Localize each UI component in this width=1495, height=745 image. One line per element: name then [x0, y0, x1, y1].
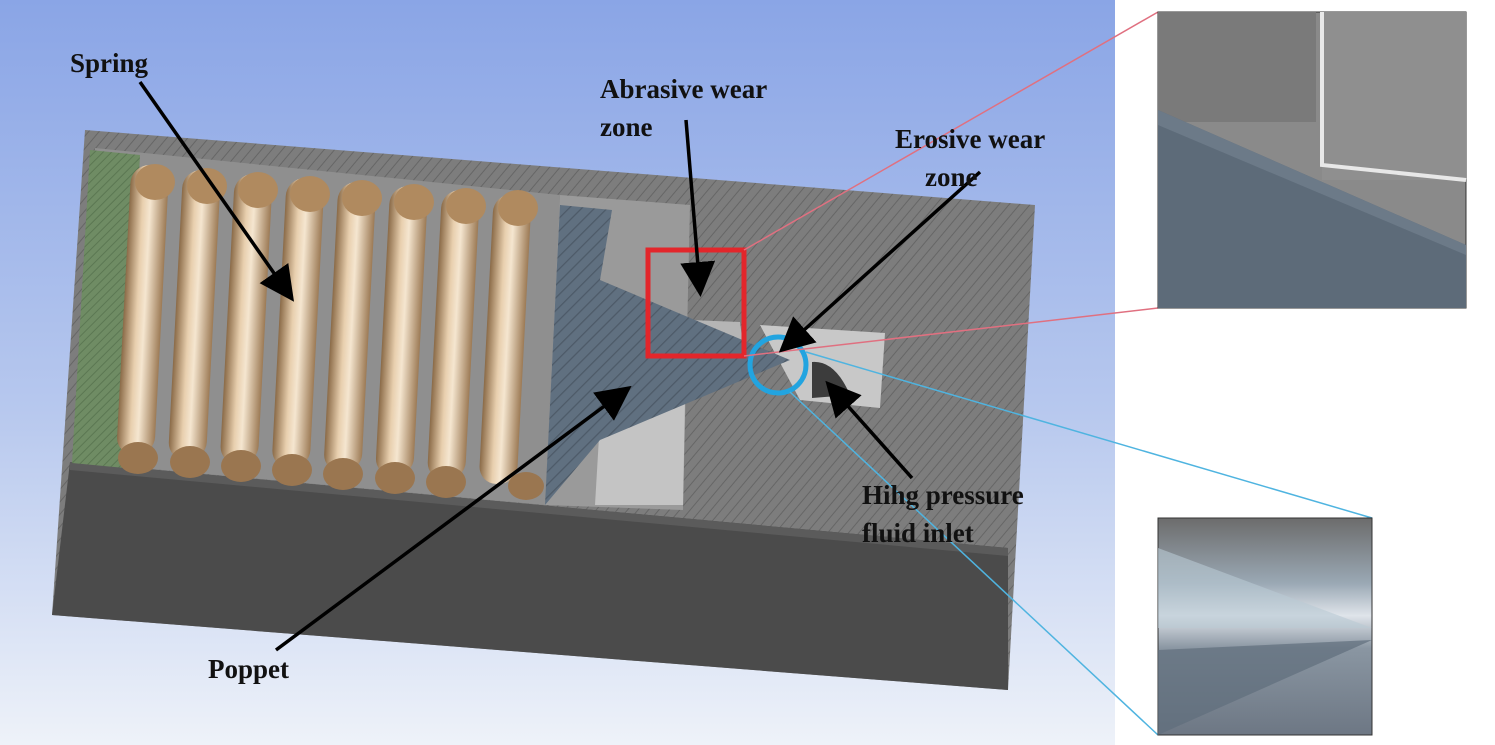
inlet-arrow	[825, 380, 914, 480]
spring-coil	[220, 172, 278, 482]
abrasive-label-line1: Abrasive wear	[600, 74, 767, 104]
erosive-zoom-inset	[1157, 517, 1373, 736]
poppet-arrow	[274, 385, 632, 652]
spring-arrow	[138, 80, 295, 302]
spring-coil	[272, 176, 330, 486]
inlet-label-line2: fluid inlet	[862, 518, 974, 548]
spring-coils	[117, 164, 544, 500]
spring-coil	[375, 184, 434, 494]
spring-coil	[426, 188, 486, 498]
zoom-leader-lines	[743, 11, 1373, 736]
spring-coil	[323, 180, 382, 490]
spring-coil	[117, 164, 175, 474]
poppet-label: Poppet	[208, 654, 289, 684]
spring-coil	[168, 168, 227, 478]
abrasive-zoom-inset	[1157, 11, 1467, 309]
spring-label: Spring	[70, 48, 149, 78]
inlet-label-line1: Hihg pressure	[862, 480, 1024, 510]
erosive-zone-marker	[747, 334, 809, 396]
erosive-label-line1: Erosive wear	[895, 124, 1045, 154]
erosive-arrow	[778, 170, 982, 353]
spring-coil	[479, 190, 544, 500]
abrasive-arrow	[680, 119, 716, 297]
callout-arrows	[138, 80, 982, 652]
erosive-label-line2: zone	[925, 162, 978, 192]
abrasive-label-line2: zone	[600, 112, 653, 142]
